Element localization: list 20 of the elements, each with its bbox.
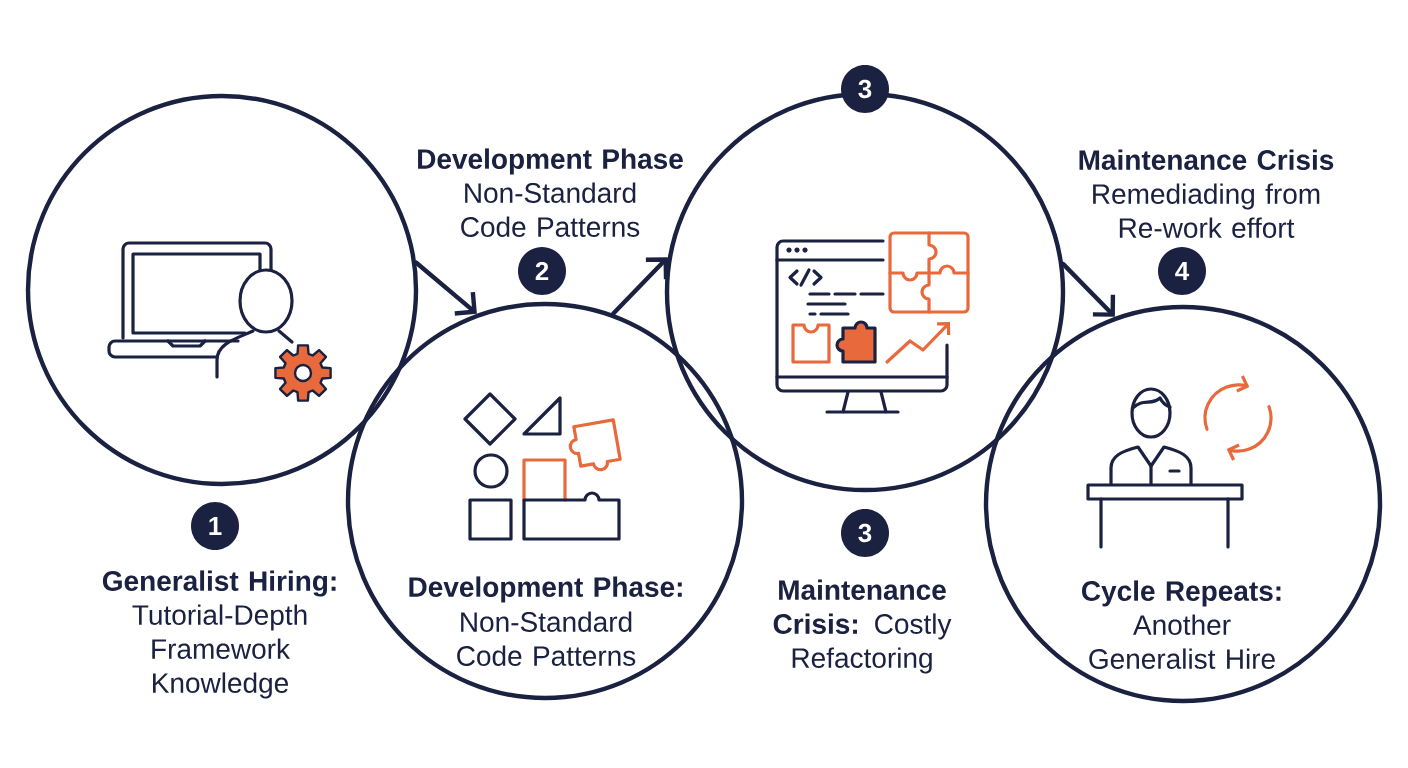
number-badge: 3 [841,65,889,113]
arrow [1061,261,1116,317]
step-description: Tutorial-Depth Framework Knowledge [132,604,307,699]
number-badge: 4 [1158,247,1206,295]
step-heading: Generalist Hiring: [102,570,336,597]
step-description: Non-Standard Code Patterns [461,182,640,237]
arrow [610,257,669,316]
step-heading: Development Phase [418,148,683,175]
step-heading: Development Phase: [409,576,682,603]
number-badge: 1 [191,502,239,550]
number-badge: 2 [518,247,566,295]
step-heading: Maintenance Crisis [1079,149,1334,170]
circle-outline [25,93,419,487]
step-description: Another Generalist Hire [1089,614,1275,669]
number-badge: 3 [841,509,889,557]
step-description: Remediading from Re-work effort [1093,183,1320,238]
step-description: Non-Standard Code Patterns [457,611,636,666]
step-heading: Cycle Repeats: [1082,580,1281,607]
arrow [414,260,477,316]
step-description: Maintenance Crisis: Costly Refactoring [773,579,952,674]
